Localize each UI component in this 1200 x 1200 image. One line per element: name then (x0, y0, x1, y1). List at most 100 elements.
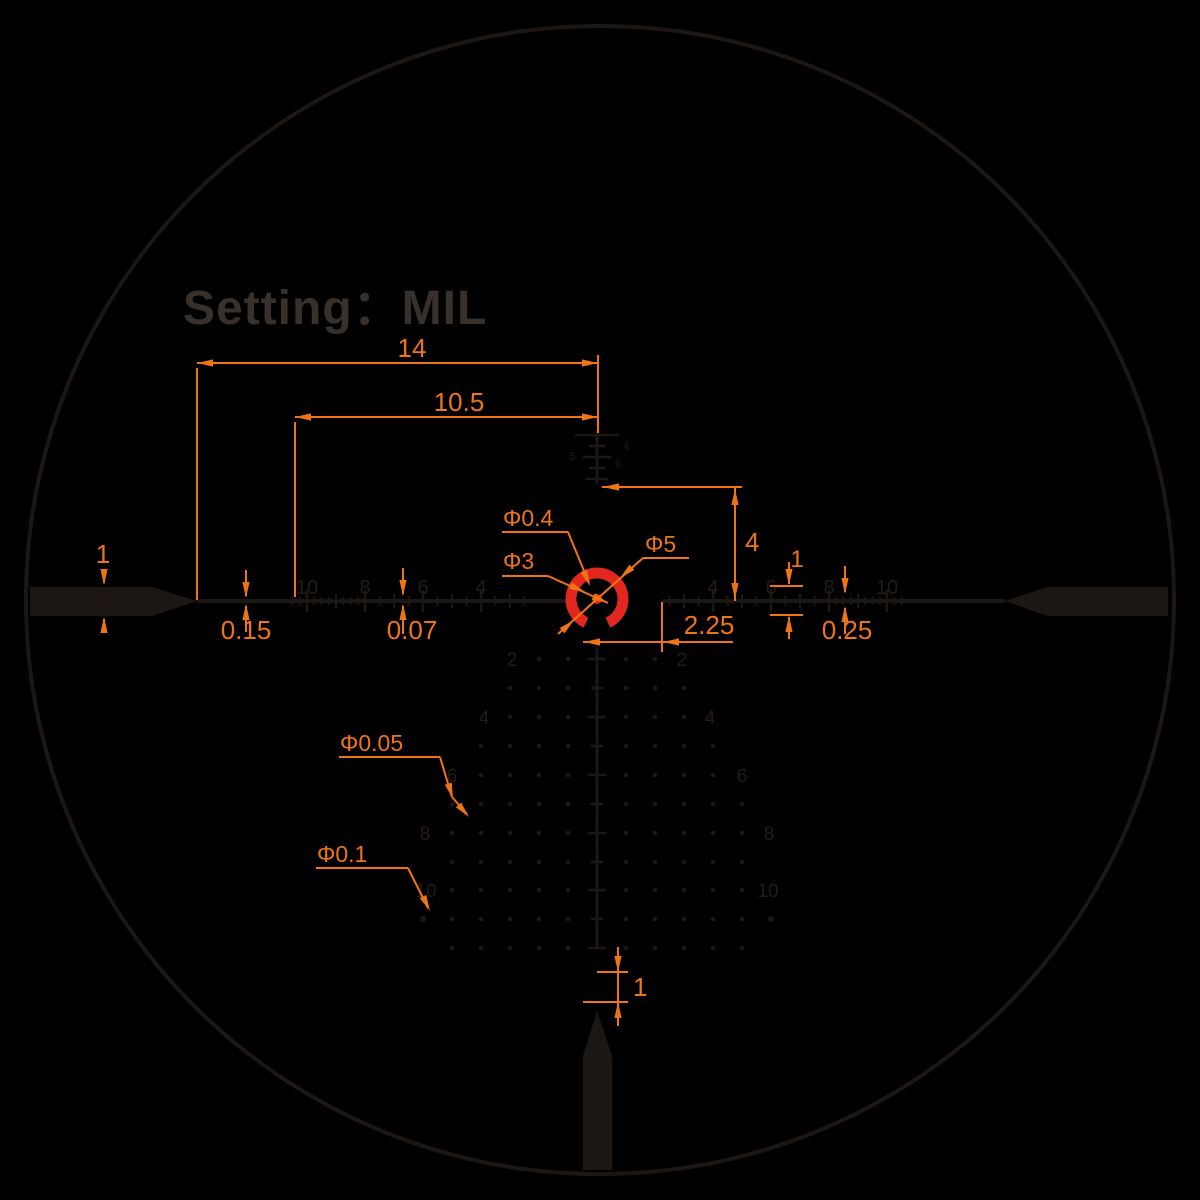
tree-dot (768, 916, 774, 922)
tree-dot (478, 801, 484, 807)
callout-phi-0-1: Φ0.1 (316, 841, 430, 911)
tree-dot (623, 916, 629, 922)
tree-dot (449, 801, 455, 807)
tree-dot (507, 945, 513, 951)
ring-arc (565, 567, 629, 628)
tree-dot (478, 743, 484, 749)
tree-dot (536, 887, 542, 893)
tree-dot (623, 801, 629, 807)
tree-dot (565, 743, 571, 749)
svg-text:2: 2 (677, 650, 688, 671)
callout-phi-0-05: Φ0.05 (339, 730, 469, 817)
h-scale-ticks (291, 590, 903, 612)
dim-14: 14 (196, 333, 599, 600)
tree-dot (623, 859, 629, 865)
svg-text:6: 6 (737, 766, 748, 787)
tree-dot (565, 685, 571, 691)
svg-text:6: 6 (417, 577, 428, 599)
tree-dot (681, 945, 687, 951)
svg-text:4: 4 (707, 577, 718, 599)
tree-dot (739, 830, 745, 836)
tree-dot (623, 887, 629, 893)
tree-dot (536, 859, 542, 865)
tree-dot (536, 714, 542, 720)
svg-text:Φ5: Φ5 (645, 531, 676, 557)
tree-dot (536, 656, 542, 662)
svg-text:Φ0.05: Φ0.05 (340, 730, 403, 756)
svg-text:8: 8 (420, 824, 431, 845)
svg-text:Φ0.4: Φ0.4 (503, 505, 554, 531)
tree-dot (652, 801, 658, 807)
tree-dot (565, 714, 571, 720)
svg-text:8: 8 (764, 824, 775, 845)
tree-dot (536, 685, 542, 691)
tree-dot (507, 801, 513, 807)
svg-text:6: 6 (615, 458, 621, 470)
tree-dot (623, 772, 629, 778)
upper-ranging-cluster: 4 5 6 (569, 433, 629, 481)
tree-dot (652, 859, 658, 865)
svg-text:4: 4 (623, 441, 629, 453)
tree-dot (478, 945, 484, 951)
tree-dot (681, 685, 687, 691)
svg-text:1: 1 (633, 972, 647, 1002)
tree-dot (623, 830, 629, 836)
tree-dot (739, 916, 745, 922)
svg-text:10.5: 10.5 (434, 387, 485, 417)
tree-dot (449, 916, 455, 922)
tree-dot (710, 945, 716, 951)
tree-dot (710, 916, 716, 922)
tree-dot (652, 830, 658, 836)
tree-dot (449, 887, 455, 893)
tree-dot (710, 743, 716, 749)
dim-0-07: 0.07 (387, 568, 438, 645)
tree-dot (739, 859, 745, 865)
tree-dot (536, 743, 542, 749)
tree-dot (681, 743, 687, 749)
tree-dot (565, 772, 571, 778)
tree-dot (507, 714, 513, 720)
tree-dot (565, 945, 571, 951)
tree-dot (507, 772, 513, 778)
dim-10-5: 10.5 (294, 387, 598, 597)
setting-title: Setting：MIL (183, 282, 488, 335)
tree-dot (507, 916, 513, 922)
tree-dot (478, 887, 484, 893)
tree-dot (565, 830, 571, 836)
tree-dot (681, 830, 687, 836)
dim-4: 4 (602, 483, 759, 601)
tree-dot (739, 801, 745, 807)
tree-dot (536, 916, 542, 922)
tree-dot (623, 714, 629, 720)
tree-dot (565, 916, 571, 922)
tree-dot (681, 916, 687, 922)
svg-text:4: 4 (479, 708, 490, 729)
tree-dot (623, 945, 629, 951)
svg-text:10: 10 (757, 881, 778, 902)
reticle-lines (197, 430, 1005, 948)
tree-dot (565, 656, 571, 662)
tree-dot (536, 945, 542, 951)
tree-dot (478, 916, 484, 922)
svg-text:8: 8 (823, 577, 834, 599)
tree-dot (420, 916, 426, 922)
svg-text:2: 2 (507, 650, 518, 671)
dim-1-bottom: 1 (583, 947, 647, 1026)
svg-text:0.07: 0.07 (387, 615, 438, 645)
tree-dot (536, 801, 542, 807)
svg-text:4: 4 (475, 577, 486, 599)
tree-dot (507, 887, 513, 893)
svg-text:10: 10 (415, 881, 436, 902)
tree-dot (536, 830, 542, 836)
svg-text:5: 5 (569, 451, 575, 463)
right-post (1005, 587, 1168, 616)
tree-dot (681, 714, 687, 720)
tree-dot (681, 772, 687, 778)
tree-dot (652, 772, 658, 778)
tree-dot (565, 801, 571, 807)
dim-0-25: 0.25 (822, 566, 872, 645)
tree-dot (565, 859, 571, 865)
svg-text:6: 6 (447, 766, 458, 787)
